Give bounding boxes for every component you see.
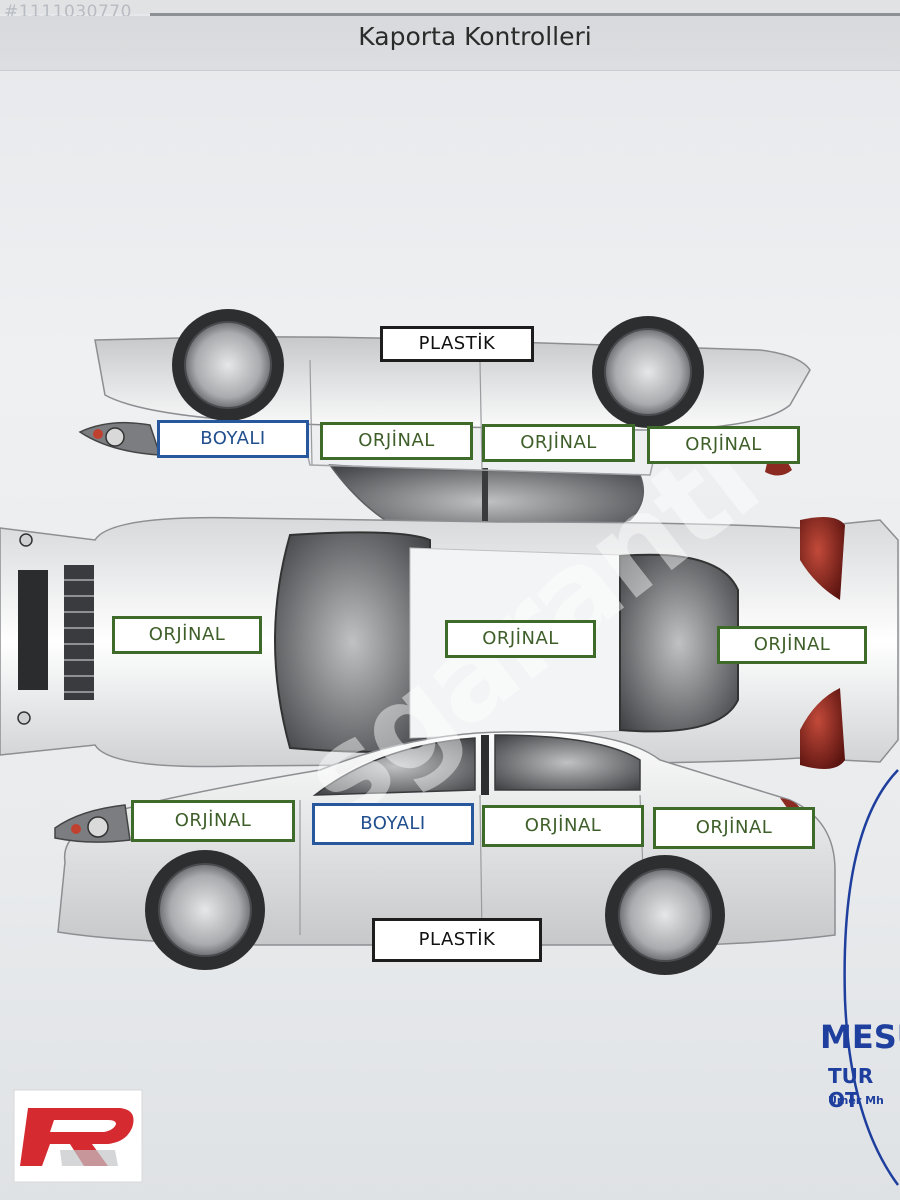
right-rear-door-label: ORJİNAL [482, 805, 644, 847]
stamp-line-2: TUR OT [828, 1064, 874, 1112]
top-plastic-label: PLASTİK [380, 326, 534, 362]
right-rear-fender-label: ORJİNAL [653, 807, 815, 849]
page-title: Kaporta Kontrolleri [358, 22, 592, 51]
left-rear-door-label: ORJİNAL [482, 424, 635, 462]
stamp-line-3: Ümer Mh [828, 1094, 884, 1107]
left-rear-fender-label: ORJİNAL [647, 426, 800, 464]
hood-label: ORJİNAL [112, 616, 262, 654]
stamp-outline [843, 769, 900, 1186]
right-front-door-label: BOYALI [312, 803, 474, 845]
dealer-logo-icon [13, 1089, 143, 1183]
left-front-door-label: ORJİNAL [320, 422, 473, 460]
section-header: Kaporta Kontrolleri [0, 16, 900, 71]
roof-label: ORJİNAL [445, 620, 596, 658]
bottom-plastic-label: PLASTİK [372, 918, 542, 962]
stamp-line-1: MESU [820, 1018, 900, 1056]
top-rule [150, 13, 900, 16]
left-front-fender-label: BOYALI [157, 420, 309, 458]
top-band [0, 0, 900, 14]
trunk-label: ORJİNAL [717, 626, 867, 664]
right-side-view [54, 731, 836, 975]
right-front-fender-label: ORJİNAL [131, 800, 295, 842]
